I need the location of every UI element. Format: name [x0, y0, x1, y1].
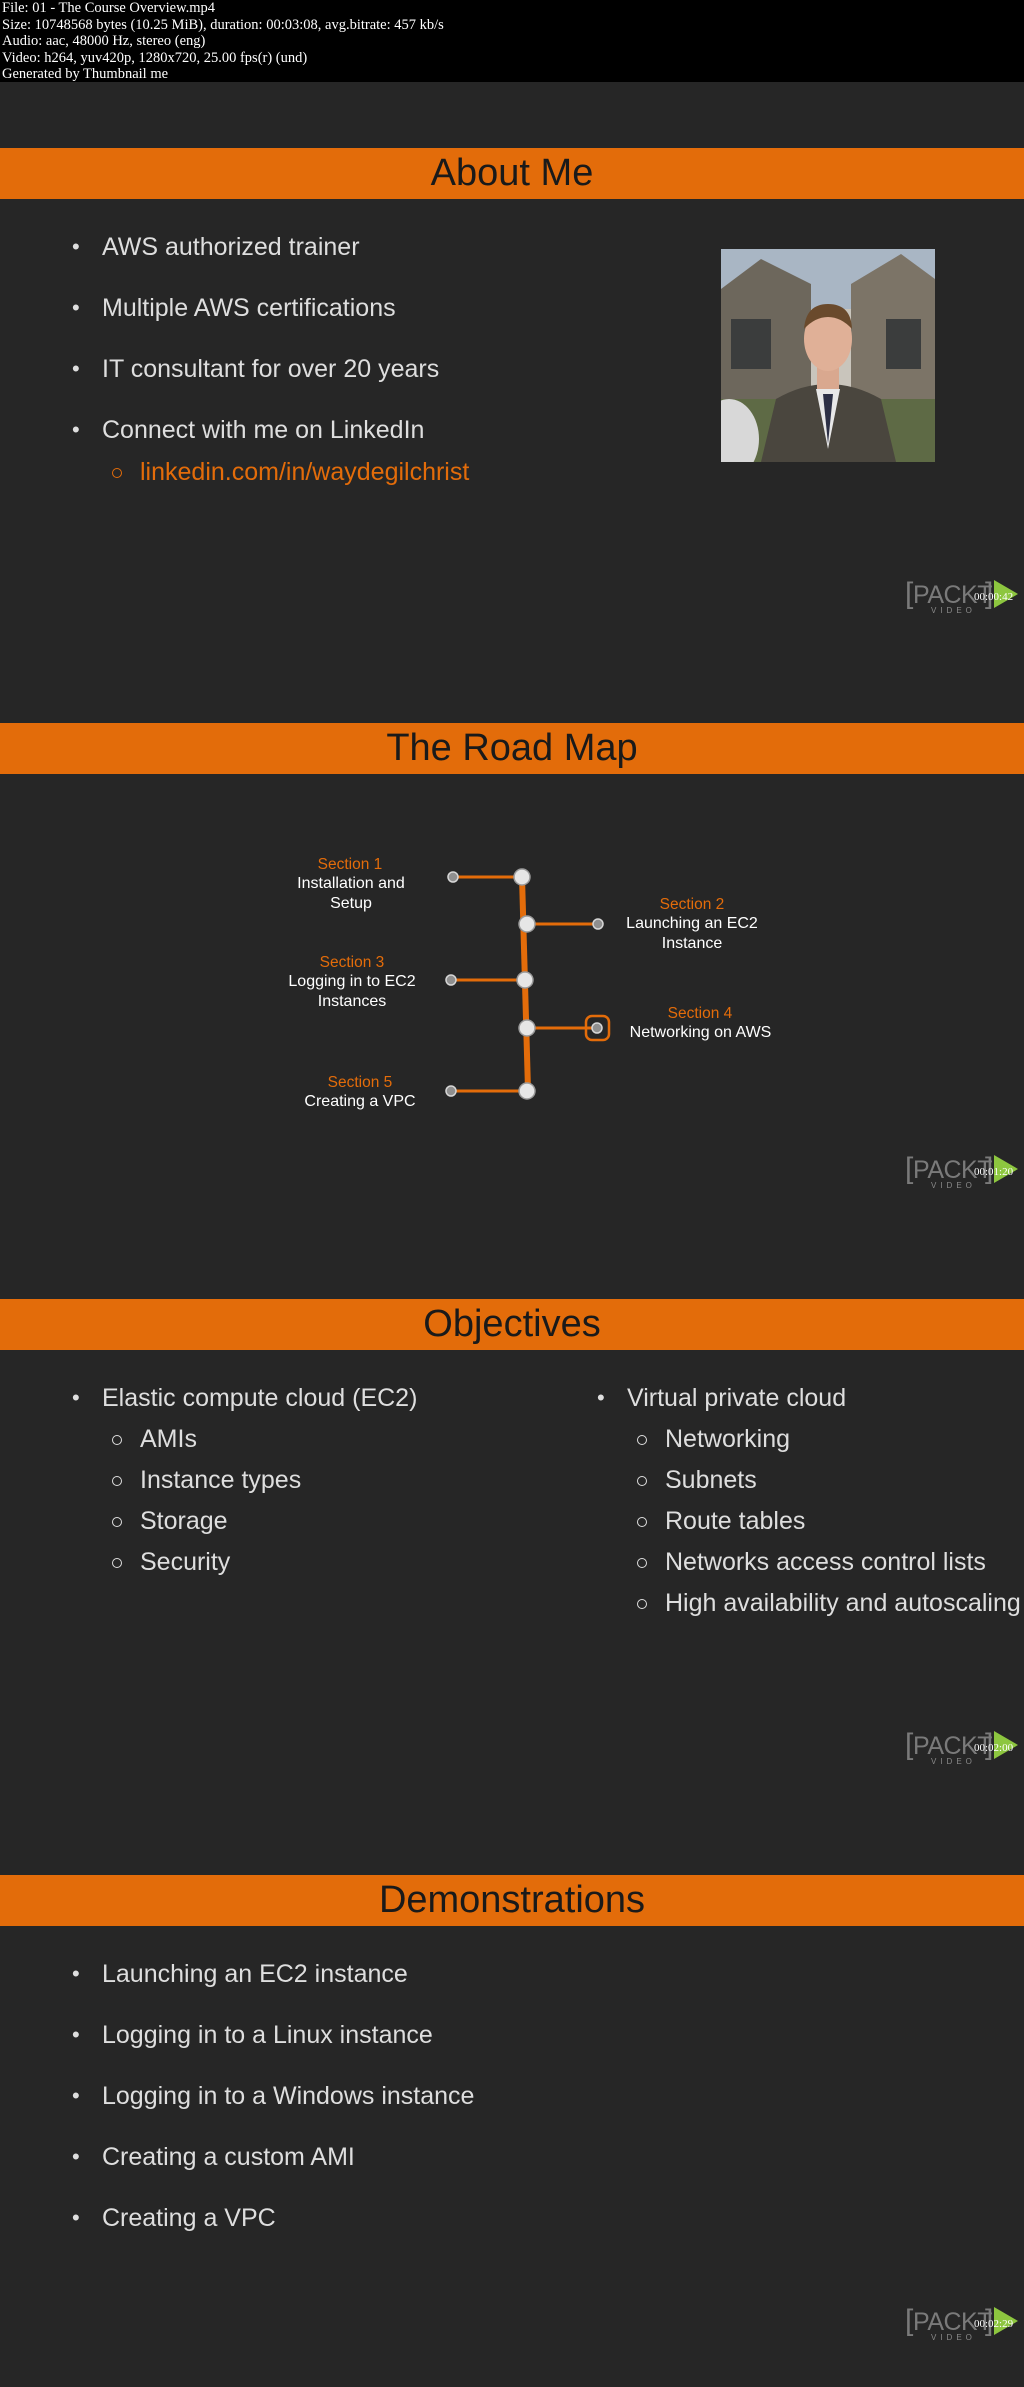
- file-info-line: Generated by Thumbnail me: [2, 66, 169, 82]
- list-item: AWS authorized trainer: [72, 232, 469, 262]
- section-title: Creating a VPC: [304, 1093, 416, 1110]
- play-icon: [994, 1731, 1018, 1759]
- slide-title: Objectives: [0, 1299, 1024, 1350]
- endpoint-node: [591, 1022, 603, 1034]
- slide-about-me: About Me AWS authorized trainer Multiple…: [0, 82, 1024, 657]
- slide-title: About Me: [0, 148, 1024, 199]
- slide-objectives: Objectives Elastic compute cloud (EC2) A…: [0, 1233, 1024, 1808]
- list-item: Multiple AWS certifications: [72, 293, 469, 323]
- logo-text: PACKT: [913, 1732, 993, 1760]
- logo-bracket: ]: [985, 577, 994, 610]
- trunk-node: [518, 915, 536, 933]
- packt-video-logo: [ PACKT ] VIDEO: [905, 2304, 1024, 2349]
- section-title: Instances: [317, 993, 387, 1010]
- objectives-right-list: Virtual private cloud Networking Subnets…: [597, 1383, 1021, 1618]
- section-title: Setup: [330, 895, 372, 912]
- packt-video-logo: [ PACKT ] VIDEO: [905, 1728, 1024, 1773]
- section-title: Instance: [661, 935, 723, 952]
- section-label: Section 1: [317, 856, 383, 873]
- play-icon: [994, 1155, 1018, 1183]
- file-info-line: Size: 10748568 bytes (10.25 MiB), durati…: [2, 16, 444, 33]
- list-item: Elastic compute cloud (EC2): [72, 1383, 417, 1413]
- list-item: Virtual private cloud: [597, 1383, 1021, 1413]
- packt-video-logo: [ PACKT ] VIDEO: [905, 577, 1024, 622]
- section-title: Installation and: [297, 875, 405, 892]
- section-label: Section 2: [659, 896, 725, 913]
- list-item: Logging in to a Linux instance: [72, 2020, 474, 2050]
- section-title: Networking on AWS: [629, 1024, 772, 1041]
- file-info-line: Video: h264, yuv420p, 1280x720, 25.00 fp…: [2, 49, 308, 66]
- trunk-node: [518, 1082, 536, 1100]
- trunk-node: [513, 868, 531, 886]
- list-item: Instance types: [72, 1465, 417, 1495]
- bullet-list: AWS authorized trainer Multiple AWS cert…: [72, 232, 469, 487]
- presenter-photo: [721, 249, 935, 462]
- list-item: Storage: [72, 1506, 417, 1536]
- list-item: Creating a custom AMI: [72, 2142, 474, 2172]
- trunk-node: [516, 971, 534, 989]
- linkedin-link[interactable]: linkedin.com/in/waydegilchrist: [72, 457, 469, 487]
- list-item: IT consultant for over 20 years: [72, 354, 469, 384]
- file-info-line: File: 01 - The Course Overview.mp4: [2, 0, 216, 16]
- logo-bracket: ]: [985, 1152, 994, 1185]
- list-item: Networks access control lists: [597, 1547, 1021, 1577]
- section-label: Section 3: [319, 954, 385, 971]
- slide-title: Demonstrations: [0, 1875, 1024, 1926]
- logo-bracket: [: [905, 1152, 914, 1185]
- section-title: Launching an EC2: [626, 915, 758, 932]
- list-item: Connect with me on LinkedIn: [72, 415, 469, 445]
- logo-bracket: [: [905, 1728, 914, 1761]
- endpoint-node: [447, 871, 459, 883]
- slide-demonstrations: Demonstrations Launching an EC2 instance…: [0, 1809, 1024, 2387]
- list-item: Route tables: [597, 1506, 1021, 1536]
- bullet-list: Launching an EC2 instance Logging in to …: [72, 1959, 474, 2233]
- list-item: Networking: [597, 1424, 1021, 1454]
- logo-subtext: VIDEO: [931, 1757, 976, 1766]
- logo-text: PACKT: [913, 581, 993, 609]
- section-label: Section 5: [327, 1074, 393, 1091]
- logo-subtext: VIDEO: [931, 606, 976, 615]
- slide-road-map: The Road Map Section 1 Installation and …: [0, 657, 1024, 1232]
- timestamp: 00:02:00: [974, 1742, 1014, 1754]
- timestamp: 00:02:29: [974, 2318, 1014, 2330]
- list-item: Logging in to a Windows instance: [72, 2081, 474, 2111]
- list-item: High availability and autoscaling: [597, 1588, 1021, 1618]
- slide-title: The Road Map: [0, 723, 1024, 774]
- list-item: AMIs: [72, 1424, 417, 1454]
- logo-bracket: [: [905, 2304, 914, 2337]
- list-item: Security: [72, 1547, 417, 1577]
- play-icon: [994, 580, 1018, 608]
- trunk-node: [518, 1019, 536, 1037]
- file-info-header: File: 01 - The Course Overview.mp4 Size:…: [0, 0, 1024, 82]
- file-info-line: Audio: aac, 48000 Hz, stereo (eng): [2, 33, 206, 49]
- section-title: Logging in to EC2: [288, 973, 416, 990]
- endpoint-node: [445, 974, 457, 986]
- logo-text: PACKT: [913, 2308, 993, 2336]
- endpoint-node: [445, 1085, 457, 1097]
- list-item: Launching an EC2 instance: [72, 1959, 474, 1989]
- logo-bracket: ]: [985, 1728, 994, 1761]
- timestamp: 00:00:42: [974, 591, 1014, 603]
- list-item: Creating a VPC: [72, 2203, 474, 2233]
- timestamp: 00:01:20: [974, 1166, 1014, 1178]
- logo-text: PACKT: [913, 1156, 993, 1184]
- objectives-left-list: Elastic compute cloud (EC2) AMIs Instanc…: [72, 1383, 417, 1577]
- logo-bracket: [: [905, 577, 914, 610]
- packt-video-logo: [ PACKT ] VIDEO: [905, 1152, 1024, 1197]
- logo-bracket: ]: [985, 2304, 994, 2337]
- highlight-box: [584, 1014, 611, 1042]
- section-label: Section 4: [667, 1005, 733, 1022]
- play-icon: [994, 2307, 1018, 2335]
- logo-subtext: VIDEO: [931, 1181, 976, 1190]
- endpoint-node: [592, 918, 604, 930]
- roadmap-diagram: [445, 868, 611, 1100]
- list-item: Subnets: [597, 1465, 1021, 1495]
- logo-subtext: VIDEO: [931, 2333, 976, 2342]
